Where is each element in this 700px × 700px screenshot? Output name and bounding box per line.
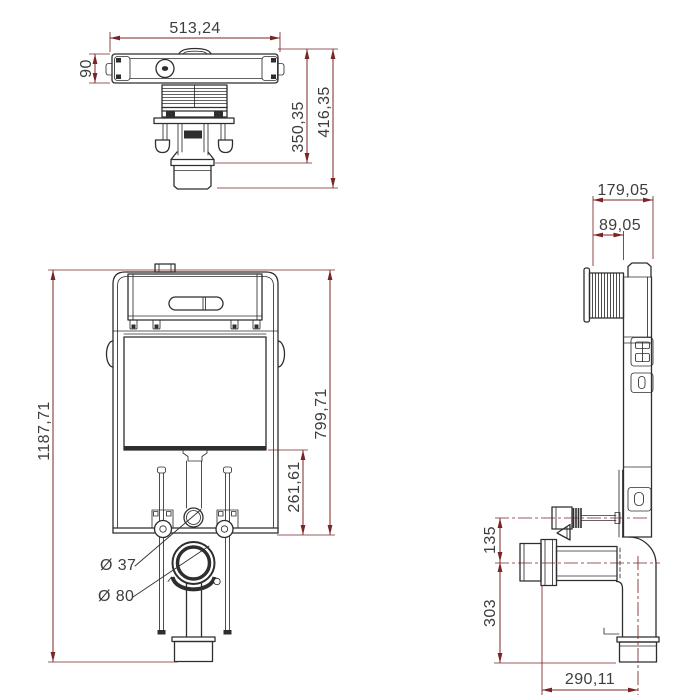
dimension-front-total-height: 1187,71: [36, 269, 335, 663]
mounting-rail-left: [157, 466, 166, 635]
side-knob-left: [105, 340, 114, 368]
dim-label-dia80: Ø 80: [98, 588, 134, 605]
outlet-pipe-body: [555, 545, 618, 582]
lid-dome: [178, 47, 212, 55]
outlet-sleeve: [173, 640, 214, 663]
end-cap-right: [261, 56, 278, 81]
column-clip-upper: [630, 337, 654, 367]
outlet-pipe-inlet: [519, 542, 542, 582]
dim-label-1187: 1187,71: [36, 401, 53, 460]
flush-cone: [170, 151, 215, 167]
adjuster-knob-right: [215, 519, 234, 539]
frame-arch: [112, 271, 279, 333]
pipe-clamp: [170, 576, 217, 592]
front-view: [105, 263, 286, 663]
dim-label-135: 135: [482, 526, 499, 554]
elbow-pipe: [628, 536, 657, 638]
service-tab: [154, 263, 176, 273]
fill-valve-cap: [155, 58, 175, 79]
dim-label-89: 89,05: [599, 217, 641, 234]
wall-bolt-cone: [556, 523, 571, 541]
dimension-side-bellows-depth: 89,05: [593, 217, 641, 260]
dim-label-303: 303: [482, 599, 499, 627]
wall-plug-right: [217, 139, 234, 154]
tank-outlet-fitting: [182, 449, 208, 462]
mounting-flange: [153, 117, 235, 125]
access-cover: [127, 273, 263, 321]
side-tab-left: [105, 63, 113, 76]
dim-label-179: 179,05: [597, 182, 648, 199]
dim-label-90: 90: [78, 59, 95, 78]
dim-label-350: 350,35: [290, 101, 307, 152]
side-tab-right: [277, 63, 285, 76]
column-cap: [627, 262, 652, 278]
dimension-side-depth: 179,05: [592, 182, 654, 266]
flush-seal-block: [184, 130, 202, 139]
inlet-bellows: [588, 272, 625, 319]
end-cap-left: [114, 56, 131, 81]
dim-label-799: 799,71: [313, 388, 330, 439]
dimension-side-outlet-depth: 290,11: [541, 586, 638, 695]
dim-label-513: 513,24: [169, 20, 220, 37]
mounting-rail-right: [223, 466, 232, 635]
flush-pipe-top: [173, 164, 212, 190]
outlet-pipe-flange: [540, 538, 558, 587]
wall-plug-left: [154, 139, 171, 154]
outlet-sleeve-lip: [171, 636, 216, 643]
dim-label-261: 261,61: [286, 461, 303, 512]
dimension-top-height-416: 416,35: [217, 49, 338, 189]
dimension-side-outlet-height: 303: [482, 562, 616, 664]
cover-clips: [129, 319, 261, 330]
bellows-flange: [583, 267, 591, 323]
fixing-bolt-left: [162, 123, 168, 141]
dimension-front-lower-height: 261,61: [268, 449, 308, 535]
leader-dia-37: [134, 509, 202, 567]
dimension-top-depth: 90: [78, 53, 110, 84]
tank-top-outline: [111, 53, 279, 84]
leader-dia-80: [132, 545, 210, 598]
side-knob-right: [277, 340, 286, 368]
dimension-top-height-350: 350,35: [215, 48, 338, 164]
dimension-top-width: 513,24: [109, 20, 281, 52]
dimension-side-axis-offset: 135: [482, 518, 503, 562]
top-view: [105, 47, 285, 190]
fixing-bolt-right: [220, 123, 226, 141]
column-clip-bottom: [627, 487, 652, 512]
dim-label-dia37: Ø 37: [100, 557, 136, 574]
column-clip-lower: [630, 372, 654, 393]
frame-foot-line: [603, 627, 620, 635]
dimension-front-frame-height: 799,71: [277, 270, 335, 536]
adjuster-knob-left: [153, 519, 173, 539]
tank-body: [123, 336, 267, 451]
dim-label-290: 290,11: [565, 671, 615, 688]
dim-label-416: 416,35: [316, 86, 333, 137]
flush-button: [168, 296, 224, 311]
side-view: [519, 262, 660, 663]
